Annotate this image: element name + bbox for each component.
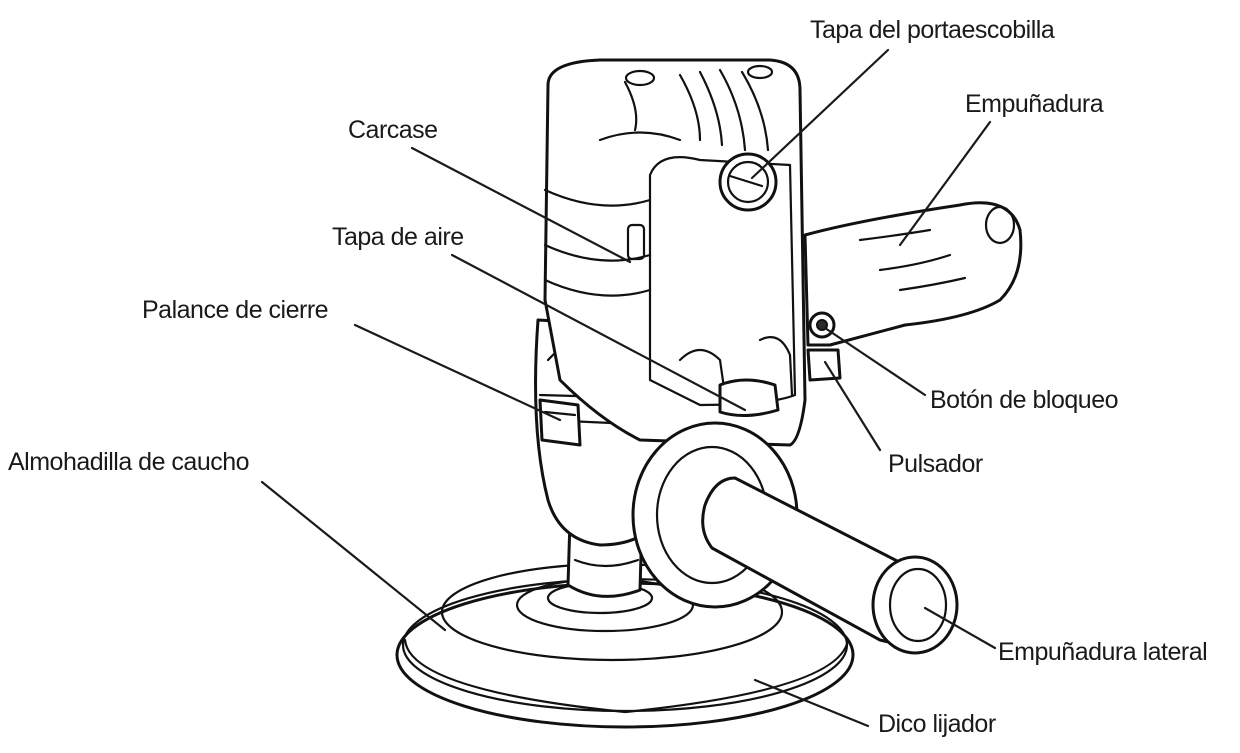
label-tapa-aire: Tapa de aire xyxy=(332,223,464,251)
label-empunadura-lateral: Empuñadura lateral xyxy=(998,638,1208,666)
label-empunadura: Empuñadura xyxy=(965,90,1104,118)
side-handle xyxy=(631,421,959,655)
leader-tapa-aire xyxy=(450,253,747,412)
label-carcase: Carcase xyxy=(348,116,438,144)
leader-boton-bloqueo xyxy=(823,326,927,397)
rear-handle xyxy=(803,201,1023,347)
lock-button xyxy=(808,311,836,339)
label-palance-cierre: Palance de cierre xyxy=(142,296,329,324)
label-boton-bloqueo: Botón de bloqueo xyxy=(930,386,1119,414)
sanding-disc xyxy=(395,562,855,729)
motor-housing xyxy=(543,58,807,447)
leader-disco-lijador xyxy=(753,678,870,728)
leader-tapa-portaescobilla xyxy=(750,48,890,180)
leader-palance-cierre xyxy=(353,323,562,422)
trigger xyxy=(806,348,842,382)
leader-empunadura-lateral xyxy=(923,606,997,650)
label-disco-lijador: Dico lijador xyxy=(878,710,996,738)
leader-pulsador xyxy=(823,360,882,452)
leader-carcase xyxy=(410,146,632,264)
label-tapa-portaescobilla: Tapa del portaescobilla xyxy=(810,16,1055,44)
leader-almohadilla xyxy=(260,480,447,632)
leader-lines xyxy=(260,48,997,728)
label-pulsador: Pulsador xyxy=(888,450,983,478)
leader-empunadura xyxy=(898,120,992,247)
label-almohadilla: Almohadilla de caucho xyxy=(8,448,250,476)
lock-lever xyxy=(538,398,582,447)
